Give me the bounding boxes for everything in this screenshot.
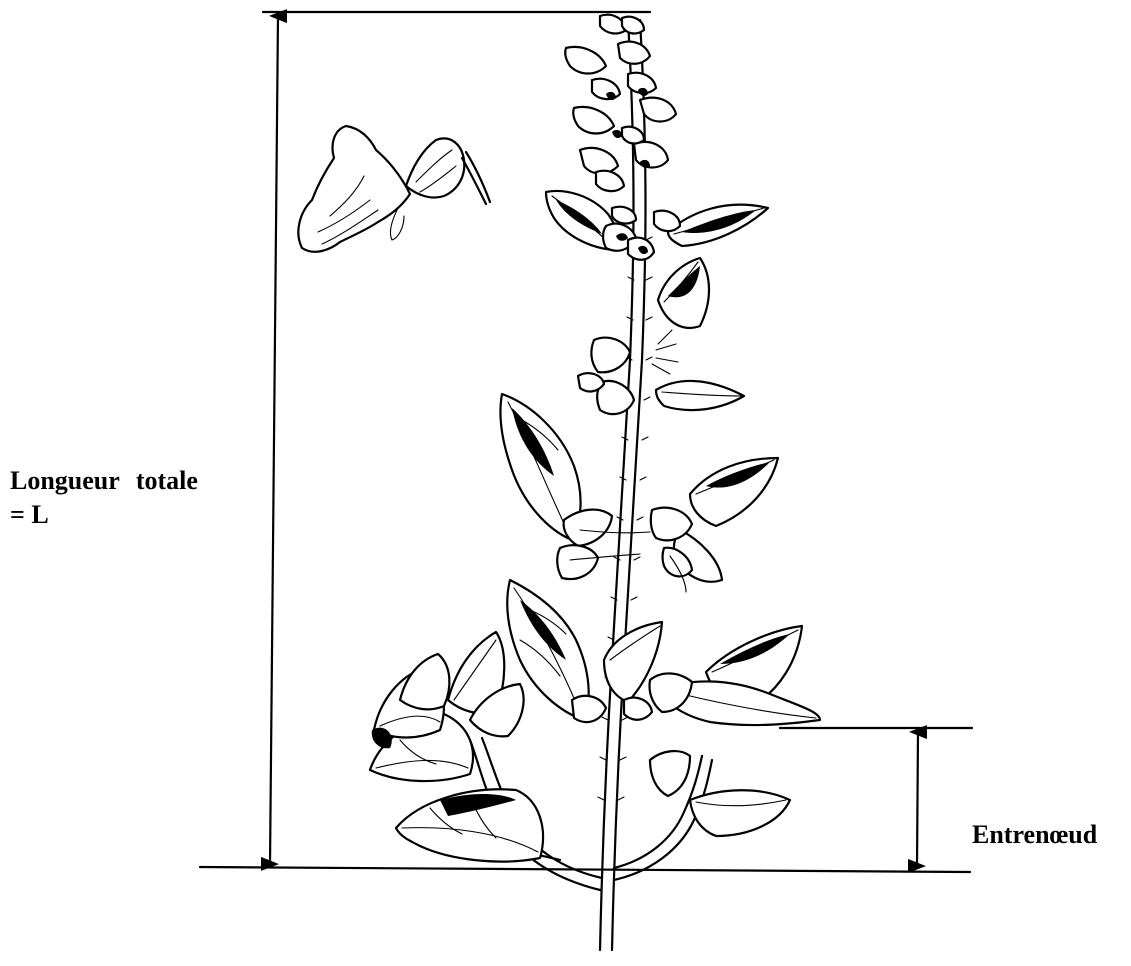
total-length-dimension — [200, 12, 970, 872]
total-length-symbol-label: = L — [10, 500, 49, 530]
internode-label: Entrenœud — [972, 820, 1097, 850]
internode-arrow — [917, 732, 918, 866]
base-reference-line — [200, 867, 970, 872]
total-length-label: Longueur totale — [10, 466, 198, 496]
total-length-arrow — [270, 16, 278, 864]
internode-dimension — [780, 728, 972, 866]
inflorescence-spike — [565, 15, 676, 191]
flower-detail-icon — [298, 126, 490, 252]
leaves-right — [604, 205, 820, 836]
